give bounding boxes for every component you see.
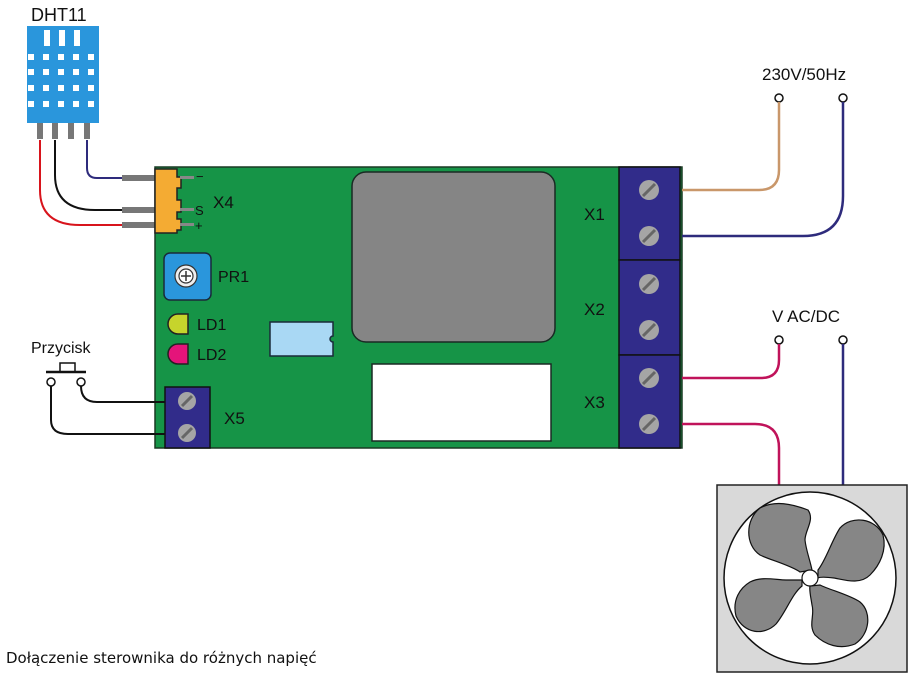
wire-brown: [682, 102, 781, 192]
terminal-blocks-right: X1 X2 X3: [584, 166, 681, 449]
potentiometer-pr1: PR1: [163, 252, 249, 301]
dht11-wires: [39, 140, 156, 228]
mains-label: 230V/50Hz: [762, 65, 846, 84]
led-ld2: LD2: [167, 343, 226, 365]
button-wire-1: [80, 385, 165, 403]
sensor-label: DHT11: [31, 5, 87, 25]
wire-blue-mains: [682, 102, 845, 238]
ld2-label: LD2: [197, 347, 226, 364]
x4-pin-signal: S: [195, 203, 204, 218]
push-button: Przycisk: [31, 340, 165, 435]
relay: [351, 171, 556, 343]
x2-label: X2: [584, 300, 605, 319]
sensor-pins: [37, 123, 90, 139]
x4-label: X4: [213, 193, 234, 212]
white-module: [371, 363, 552, 442]
wire-magenta-2: [682, 422, 781, 485]
connector-x4: − S + X4: [154, 168, 234, 234]
pr1-label: PR1: [218, 269, 249, 286]
caption: Dołączenie sterownika do różnych napięć: [6, 649, 317, 667]
x4-pin-plus: +: [195, 218, 203, 233]
x1-label: X1: [584, 205, 605, 224]
screw-terminals: [639, 180, 659, 434]
fan-blades: [734, 502, 885, 648]
ld1-label: LD1: [197, 317, 226, 334]
wire-blue: [86, 140, 130, 179]
ic-chip: [269, 321, 334, 357]
connector-x5: X5: [164, 386, 245, 449]
wire-magenta-1: [682, 344, 781, 380]
dht11-sensor: DHT11: [27, 5, 99, 139]
load-supply-label: V AC/DC: [772, 307, 840, 326]
button-wire-2: [50, 386, 165, 435]
led-ld1: LD1: [167, 313, 226, 335]
wire-red: [39, 140, 130, 226]
wire-black: [54, 140, 130, 211]
fan: [716, 484, 908, 673]
x5-label: X5: [224, 409, 245, 428]
mains-supply: 230V/50Hz: [682, 65, 848, 238]
button-label: Przycisk: [31, 340, 92, 357]
x3-label: X3: [584, 393, 605, 412]
x4-pin-minus: −: [196, 169, 204, 184]
load-supply: V AC/DC: [682, 307, 848, 485]
